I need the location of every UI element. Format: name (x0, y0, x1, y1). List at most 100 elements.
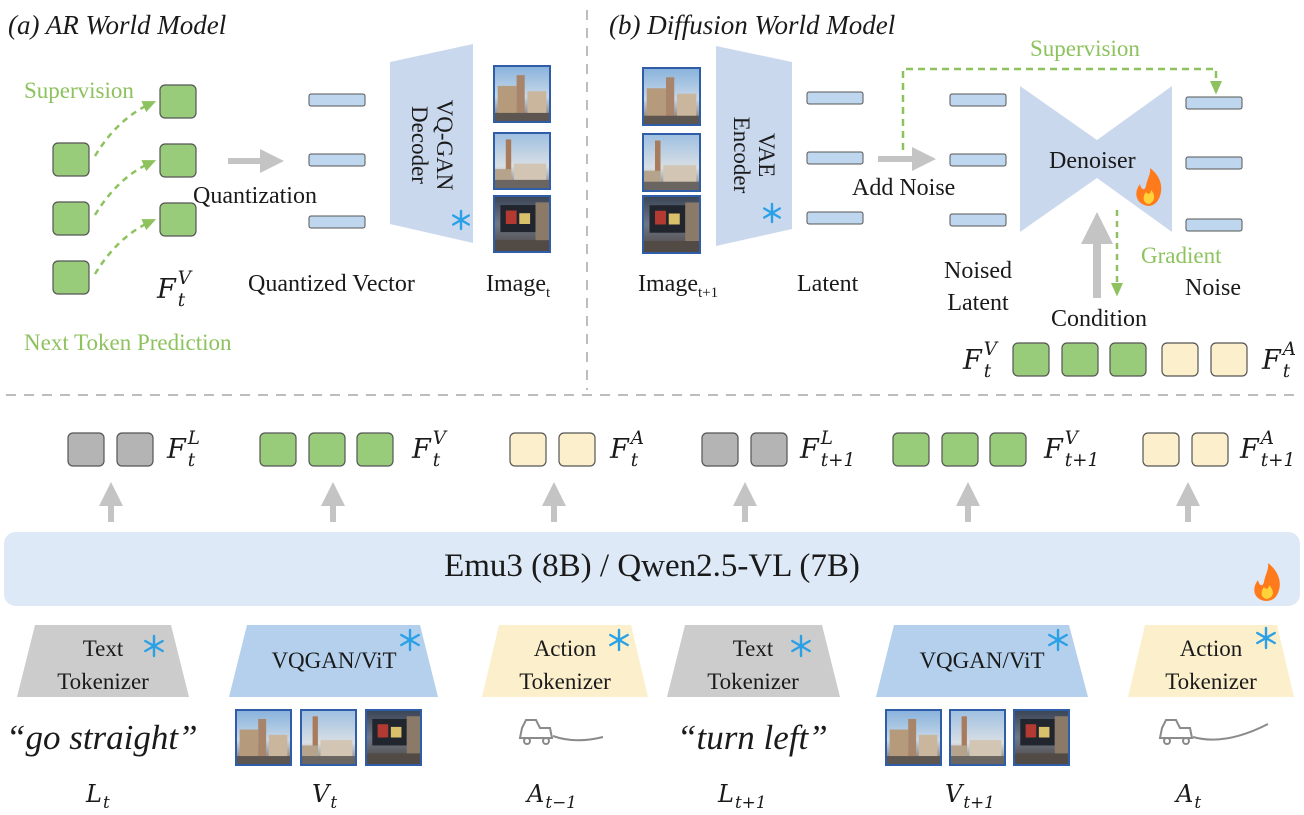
vae-encoder-label: VAE Encoder (729, 116, 779, 194)
latent-bars (806, 91, 864, 225)
prediction-arrow (93, 219, 157, 275)
green-token (356, 432, 394, 467)
prediction-arrow (93, 101, 157, 157)
vqgan-tokenizer-label-2: VQGAN/ViT (919, 648, 1045, 673)
image-t1-label: Imaget+1 (638, 271, 719, 301)
backbone-label: Emu3 (8B) / Qwen2.5-VL (7B) (444, 548, 860, 584)
yellow-token (1142, 432, 1180, 467)
text-input-go-straight: “go straight” (6, 718, 198, 757)
green-token (1012, 342, 1050, 377)
supervision-arrow (901, 67, 1222, 150)
green-token (1109, 342, 1147, 377)
snowflake-icon (609, 628, 629, 652)
quantized-bar (308, 93, 366, 107)
yellow-token (558, 432, 596, 467)
noise-bar (1185, 96, 1243, 110)
input-images-vt1 (885, 709, 1070, 766)
label-lt: Lt (86, 780, 110, 812)
vqgan-tokenizer-label-1: VQGAN/ViT (271, 648, 397, 673)
text-tokenizer-1 (17, 625, 189, 697)
vq-gan-decoder-label: VQ-GAN Decoder (407, 99, 457, 191)
next-token-prediction-label: Next Token Prediction (24, 330, 232, 355)
green-token (941, 432, 979, 467)
supervision-label-b: Supervision (1030, 36, 1140, 61)
latent-bar (806, 91, 864, 105)
snowflake-icon (400, 628, 420, 652)
noised-latent-bar (949, 93, 1007, 107)
noised-latent-bars (949, 93, 1007, 227)
gray-token (116, 432, 154, 467)
quantized-vector-label: Quantized Vector (248, 271, 415, 297)
condition-label: Condition (1051, 306, 1148, 332)
noise-label: Noise (1185, 275, 1241, 301)
label-vt: Vt (312, 780, 338, 812)
quantized-vector-bars (308, 93, 366, 229)
gray-token (701, 432, 739, 467)
noise-bar (1185, 218, 1243, 232)
action-tokenizer-1 (482, 625, 648, 697)
snowflake-icon (144, 634, 164, 658)
condition-tokens (1012, 342, 1248, 377)
yellow-token (1161, 342, 1199, 377)
vqgan-tokenizer-2 (876, 625, 1088, 697)
car-trajectory-icon (1158, 719, 1269, 745)
quantization-label: Quantization (193, 183, 317, 209)
yellow-token (509, 432, 547, 467)
ar-input-tokens (52, 142, 90, 295)
diffusion-input-images (642, 67, 701, 254)
green-token (52, 201, 90, 236)
green-token (159, 143, 197, 178)
green-token (308, 432, 346, 467)
add-noise-label: Add Noise (852, 175, 956, 201)
snowflake-icon (1048, 628, 1068, 652)
ar-output-images (493, 65, 551, 253)
label-at: At (1176, 780, 1202, 812)
noise-bar (1185, 156, 1243, 170)
noise-bars (1185, 96, 1243, 232)
denoiser-shape (1020, 86, 1172, 232)
snowflake-icon (452, 209, 470, 231)
label-lt1: Lt+1 (718, 780, 767, 812)
label-vt1: Vt+1 (945, 780, 995, 812)
green-token (159, 84, 197, 119)
fire-icon (1254, 563, 1280, 601)
denoiser-label: Denoiser (1049, 148, 1136, 174)
backbone-output-arrows (99, 482, 1200, 522)
panel-a-title: (a) AR World Model (8, 10, 227, 40)
gradient-label: Gradient (1141, 243, 1222, 268)
vae-encoder-shape (716, 46, 792, 246)
supervision-label: Supervision (24, 78, 134, 103)
next-token-arrows (93, 101, 157, 275)
car-trajectory-icon (518, 719, 604, 745)
snowflake-icon (763, 202, 781, 224)
ar-output-tokens (159, 84, 197, 237)
yellow-token (1191, 432, 1229, 467)
yellow-token (1210, 342, 1248, 377)
feature-tokens-row (67, 432, 1229, 467)
input-images-vt (235, 709, 422, 766)
panel-b-title: (b) Diffusion World Model (609, 10, 896, 40)
snowflake-icon (791, 634, 811, 658)
fire-icon (1136, 168, 1162, 206)
quantized-bar (308, 215, 366, 229)
green-token (892, 432, 930, 467)
prediction-arrow (93, 160, 157, 216)
gray-token (67, 432, 105, 467)
green-token (1061, 342, 1099, 377)
green-token (259, 432, 297, 467)
image-t-label: Imaget (486, 271, 551, 301)
green-token (52, 142, 90, 177)
